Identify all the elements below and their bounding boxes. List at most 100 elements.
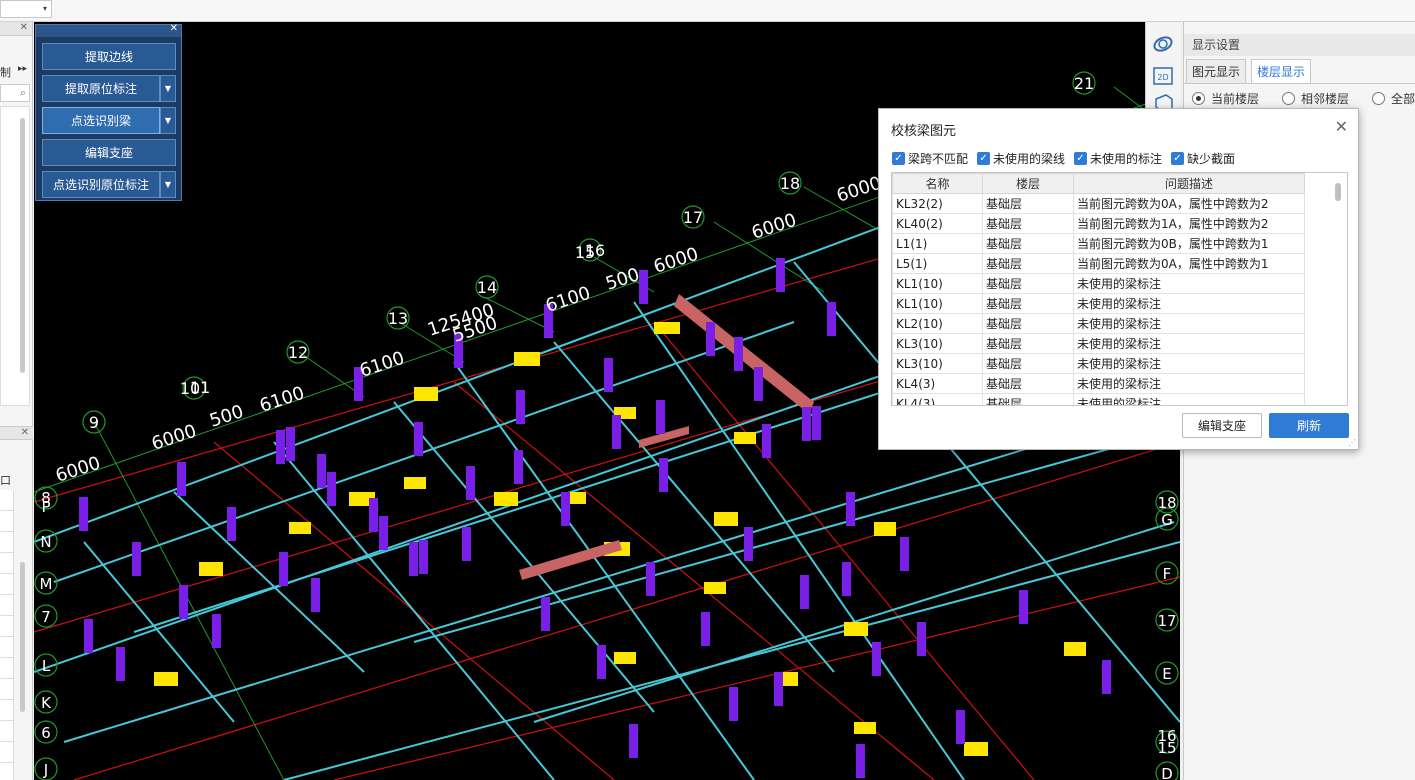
extract-annotation-button[interactable]: 提取原位标注 [42, 75, 160, 102]
orbit-icon[interactable] [1151, 32, 1175, 56]
view-toolbar: 2D [1145, 22, 1180, 112]
cell-description: 未使用的梁标注 [1073, 293, 1305, 314]
left-panel-header-2: ✕ [0, 426, 33, 440]
checkbox-checked-icon: ✓ [1171, 152, 1184, 165]
cell-description: 未使用的梁标注 [1073, 373, 1305, 394]
scrollbar[interactable] [20, 562, 25, 712]
axis-letter: 16 [1157, 727, 1176, 745]
search-icon: ⌕ [19, 86, 26, 99]
beam-grid [34, 221, 1180, 780]
axis-letter: L [42, 657, 51, 675]
left-panel-header: ✕ [0, 22, 32, 36]
pick-recognize-beam-button[interactable]: 点选识别梁 [42, 107, 160, 134]
axis-label: 10 [180, 379, 200, 398]
close-icon[interactable]: ✕ [19, 22, 28, 33]
tab-floor-display[interactable]: 楼层显示 [1251, 59, 1312, 83]
chevron-down-icon[interactable]: ▼ [160, 75, 176, 102]
close-icon[interactable]: ✕ [20, 427, 29, 438]
beam-tool-panel: ✕ 提取边线 提取原位标注 ▼ 点选识别梁 ▼ 编辑支座 点选识别原位标注 ▼ [35, 23, 182, 201]
cell-description: 未使用的梁标注 [1073, 393, 1305, 405]
filter-label: 未使用的梁线 [993, 152, 1066, 166]
table-row[interactable]: L5(1)基础层当前图元跨数为0A，属性中跨数为1 [892, 253, 1305, 274]
column-header-name[interactable]: 名称 [892, 173, 983, 194]
axis-label: 15 [575, 243, 595, 262]
filter-label: 梁跨不匹配 [908, 152, 969, 166]
top-toolbar-strip: ▾ [0, 0, 1415, 22]
left-panel-label: 制 [0, 66, 11, 79]
table-row[interactable]: KL3(10)基础层未使用的梁标注 [892, 353, 1305, 374]
cell-description: 当前图元跨数为0A，属性中跨数为2 [1073, 193, 1305, 214]
property-grid[interactable] [0, 490, 14, 780]
cell-description: 未使用的梁标注 [1073, 353, 1305, 374]
checkbox-checked-icon: ✓ [977, 152, 990, 165]
axis-label: 21 [1074, 74, 1094, 93]
edit-support-button[interactable]: 编辑支座 [42, 139, 176, 166]
extract-edge-button[interactable]: 提取边线 [42, 43, 176, 70]
axis-letter: E [1162, 665, 1171, 683]
edge-letters: 8 P N M 7 L K 6 J 18 G F 17 E 16 15 D [40, 489, 1177, 780]
chevron-down-icon[interactable]: ▼ [160, 171, 176, 198]
tab-element-display[interactable]: 图元显示 [1186, 59, 1247, 83]
radio-all-floors[interactable]: 全部 [1372, 90, 1415, 107]
dimension-label: 6100 [543, 283, 593, 317]
filter-unused-annotation[interactable]: ✓未使用的标注 [1074, 150, 1162, 167]
cell-name: KL4(3) [892, 393, 983, 405]
edit-support-button[interactable]: 编辑支座 [1182, 413, 1262, 438]
component-list[interactable] [0, 106, 30, 406]
filter-unused-beam-line[interactable]: ✓未使用的梁线 [977, 150, 1065, 167]
filter-span-mismatch[interactable]: ✓梁跨不匹配 [892, 150, 968, 167]
expand-icon[interactable]: ▸▸ [18, 64, 28, 74]
close-icon[interactable]: ✕ [169, 23, 178, 34]
radio-label: 当前楼层 [1211, 92, 1260, 106]
close-icon[interactable]: ✕ [1334, 117, 1348, 136]
cell-name: KL40(2) [892, 213, 983, 234]
floor-combo[interactable]: ▾ [0, 0, 52, 18]
issue-table[interactable]: 名称 楼层 问题描述 KL32(2)基础层当前图元跨数为0A，属性中跨数为2 K… [891, 172, 1348, 406]
axis-letter: 8 [41, 489, 51, 507]
table-row[interactable]: KL1(10)基础层未使用的梁标注 [892, 293, 1305, 314]
resize-grip-icon[interactable]: ⋰ [1348, 438, 1356, 447]
table-row[interactable]: KL32(2)基础层当前图元跨数为0A，属性中跨数为2 [892, 193, 1305, 214]
axis-letter: F [1163, 565, 1172, 583]
filter-missing-section[interactable]: ✓缺少截面 [1171, 150, 1235, 167]
dimension-label: 6000 [53, 453, 103, 487]
radio-dot [1192, 92, 1205, 105]
cell-description: 未使用的梁标注 [1073, 333, 1305, 354]
table-scrollbar[interactable] [1335, 183, 1341, 201]
axis-letter: 6 [41, 724, 51, 742]
table-row[interactable]: KL1(10)基础层未使用的梁标注 [892, 273, 1305, 294]
pick-recognize-annotation-button[interactable]: 点选识别原位标注 [42, 171, 160, 198]
cell-floor: 基础层 [982, 293, 1074, 314]
table-row[interactable]: KL4(3)基础层未使用的梁标注 [892, 393, 1305, 405]
radio-dot [1282, 92, 1295, 105]
table-row[interactable]: KL2(10)基础层未使用的梁标注 [892, 313, 1305, 334]
dimension-label: 500 [603, 264, 642, 295]
table-row[interactable]: L1(1)基础层当前图元跨数为0B，属性中跨数为1 [892, 233, 1305, 254]
column-header-description[interactable]: 问题描述 [1073, 173, 1305, 194]
cell-floor: 基础层 [982, 333, 1074, 354]
table-row[interactable]: KL4(3)基础层未使用的梁标注 [892, 373, 1305, 394]
axis-letter: 17 [1157, 612, 1176, 630]
axis-letter: 18 [1157, 494, 1176, 512]
table-row[interactable]: KL3(10)基础层未使用的梁标注 [892, 333, 1305, 354]
dimension-label: 6000 [149, 421, 199, 455]
radio-label: 全部 [1391, 92, 1415, 106]
cell-floor: 基础层 [982, 253, 1074, 274]
axis-label: 12 [288, 343, 308, 362]
radio-current-floor[interactable]: 当前楼层 [1192, 90, 1259, 107]
axis-letter: J [43, 761, 48, 779]
table-row[interactable]: KL40(2)基础层当前图元跨数为1A，属性中跨数为2 [892, 213, 1305, 234]
cell-floor: 基础层 [982, 353, 1074, 374]
axis-letter: 15 [1157, 739, 1176, 757]
chevron-down-icon[interactable]: ▼ [160, 107, 176, 134]
cell-floor: 基础层 [982, 393, 1074, 405]
scrollbar[interactable] [20, 118, 25, 373]
column-header-floor[interactable]: 楼层 [982, 173, 1074, 194]
dimension-label: 6100 [257, 383, 307, 417]
search-input[interactable]: ⌕ [0, 84, 30, 102]
refresh-button[interactable]: 刷新 [1269, 413, 1349, 438]
2d-view-icon[interactable]: 2D [1151, 64, 1175, 88]
radio-adjacent-floor[interactable]: 相邻楼层 [1282, 90, 1349, 107]
cell-name: KL4(3) [892, 373, 983, 394]
checkbox-checked-icon: ✓ [892, 152, 905, 165]
